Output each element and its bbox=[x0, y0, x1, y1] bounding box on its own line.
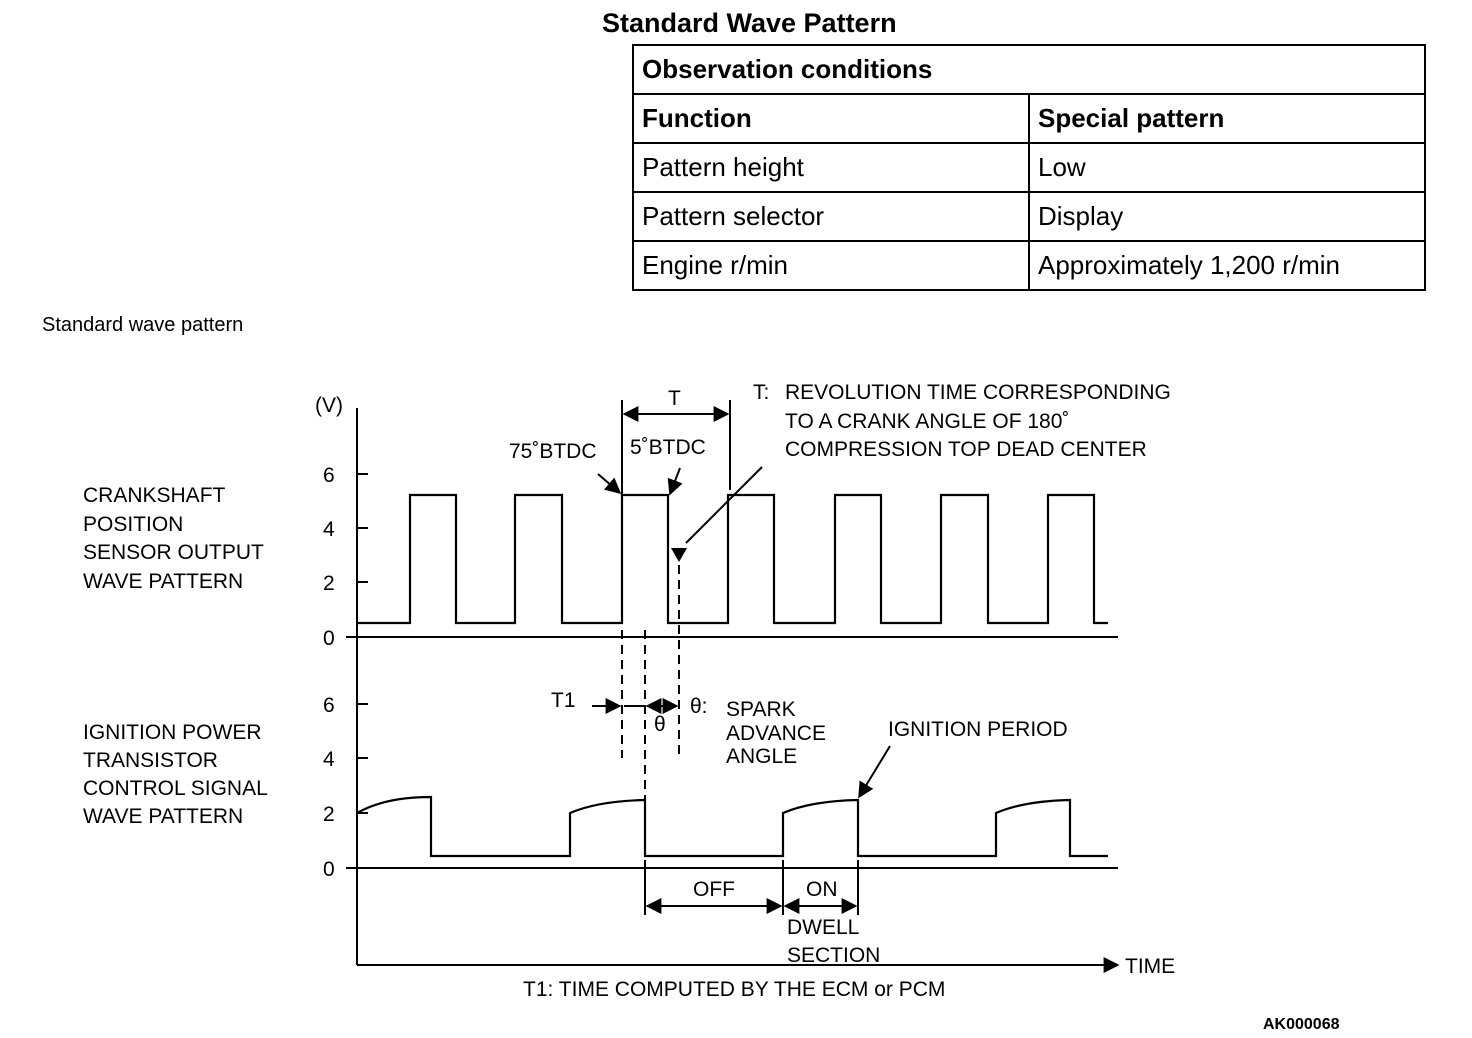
y-unit-label: (V) bbox=[315, 394, 343, 417]
svg-text:DWELL: DWELL bbox=[787, 916, 859, 939]
off-label: OFF bbox=[693, 878, 735, 901]
svg-text:WAVE PATTERN: WAVE PATTERN bbox=[83, 570, 243, 593]
btdc-5-arrow bbox=[667, 467, 683, 496]
tdc-marker-icon bbox=[671, 548, 687, 562]
theta-label: θ bbox=[654, 713, 666, 736]
ignition-label: IGNITION POWER TRANSISTOR CONTROL SIGNAL… bbox=[83, 721, 268, 828]
table-title: Observation conditions bbox=[632, 44, 1426, 95]
t-note: REVOLUTION TIME CORRESPONDING TO A CRANK… bbox=[785, 381, 1171, 461]
table-cell: Pattern selector bbox=[632, 191, 1030, 242]
btdc-75-arrow bbox=[597, 473, 622, 495]
svg-text:ANGLE: ANGLE bbox=[726, 745, 797, 768]
svg-text:WAVE PATTERN: WAVE PATTERN bbox=[83, 805, 243, 828]
table-cell: Display bbox=[1028, 191, 1426, 242]
tdc-pointer-line bbox=[685, 466, 763, 544]
time-axis-label: TIME bbox=[1125, 955, 1175, 978]
upper-tick-label: 4 bbox=[323, 518, 335, 541]
svg-text:ADVANCE: ADVANCE bbox=[726, 722, 826, 745]
ignition-period-arrow bbox=[858, 745, 891, 799]
table-row: Engine r/min Approximately 1,200 r/min bbox=[632, 240, 1426, 291]
crankshaft-wave bbox=[357, 493, 1108, 625]
upper-tick-label: 0 bbox=[323, 627, 335, 650]
table-row: Pattern selector Display bbox=[632, 191, 1426, 242]
t-note-prefix: T: bbox=[753, 381, 769, 404]
observation-conditions-table: Observation conditions Function Special … bbox=[632, 44, 1426, 291]
diagram-subtitle: Standard wave pattern bbox=[42, 314, 244, 336]
lower-tick-label: 4 bbox=[323, 748, 335, 771]
theta-note-prefix: θ: bbox=[690, 695, 708, 718]
footnote: T1: TIME COMPUTED BY THE ECM or PCM bbox=[523, 978, 945, 1001]
svg-text:TRANSISTOR: TRANSISTOR bbox=[83, 749, 218, 772]
page-heading: Standard Wave Pattern bbox=[602, 8, 897, 38]
table-cell: Approximately 1,200 r/min bbox=[1028, 240, 1426, 291]
table-title-row: Observation conditions bbox=[632, 44, 1426, 95]
table-cell: Low bbox=[1028, 142, 1426, 193]
dashed-guides bbox=[621, 565, 680, 800]
svg-text:POSITION: POSITION bbox=[83, 513, 183, 536]
upper-tick-marks bbox=[357, 473, 368, 583]
dwell-section-label: DWELL SECTION bbox=[787, 916, 880, 967]
svg-text:SENSOR OUTPUT: SENSOR OUTPUT bbox=[83, 541, 264, 564]
table-cell: Pattern height bbox=[632, 142, 1030, 193]
ignition-period-label: IGNITION PERIOD bbox=[888, 718, 1068, 741]
svg-text:SECTION: SECTION bbox=[787, 944, 880, 967]
theta-note: SPARK ADVANCE ANGLE bbox=[726, 698, 826, 768]
table-row: Pattern height Low bbox=[632, 142, 1426, 193]
table-cell: Engine r/min bbox=[632, 240, 1030, 291]
btdc-5-label: 5˚BTDC bbox=[630, 436, 706, 459]
crankshaft-label: CRANKSHAFT POSITION SENSOR OUTPUT WAVE P… bbox=[83, 484, 264, 593]
svg-text:SPARK: SPARK bbox=[726, 698, 796, 721]
t1-label: T1 bbox=[551, 689, 576, 712]
upper-tick-label: 6 bbox=[323, 464, 335, 487]
lower-tick-label: 6 bbox=[323, 694, 335, 717]
svg-text:IGNITION POWER: IGNITION POWER bbox=[83, 721, 262, 744]
ignition-control-wave bbox=[356, 795, 1108, 858]
figure-code: AK000068 bbox=[1263, 1016, 1340, 1033]
btdc-75-label: 75˚BTDC bbox=[509, 440, 597, 463]
header-function: Function bbox=[632, 93, 1030, 144]
t-bracket bbox=[621, 400, 731, 495]
svg-text:CONTROL SIGNAL: CONTROL SIGNAL bbox=[83, 777, 268, 800]
table-header-row: Function Special pattern bbox=[632, 93, 1426, 144]
lower-tick-marks bbox=[357, 703, 368, 814]
lower-tick-label: 2 bbox=[323, 803, 335, 826]
svg-text:REVOLUTION TIME CORRESPONDING: REVOLUTION TIME CORRESPONDING bbox=[785, 381, 1171, 404]
header-special-pattern: Special pattern bbox=[1028, 93, 1426, 144]
svg-text:CRANKSHAFT: CRANKSHAFT bbox=[83, 484, 226, 507]
lower-tick-label: 0 bbox=[323, 858, 335, 881]
svg-text:COMPRESSION TOP DEAD CENTER: COMPRESSION TOP DEAD CENTER bbox=[785, 438, 1147, 461]
off-on-brackets bbox=[644, 860, 859, 915]
on-label: ON bbox=[806, 878, 838, 901]
t-label: T bbox=[668, 387, 681, 410]
upper-tick-label: 2 bbox=[323, 572, 335, 595]
svg-text:TO A CRANK ANGLE OF 180˚: TO A CRANK ANGLE OF 180˚ bbox=[785, 410, 1069, 433]
